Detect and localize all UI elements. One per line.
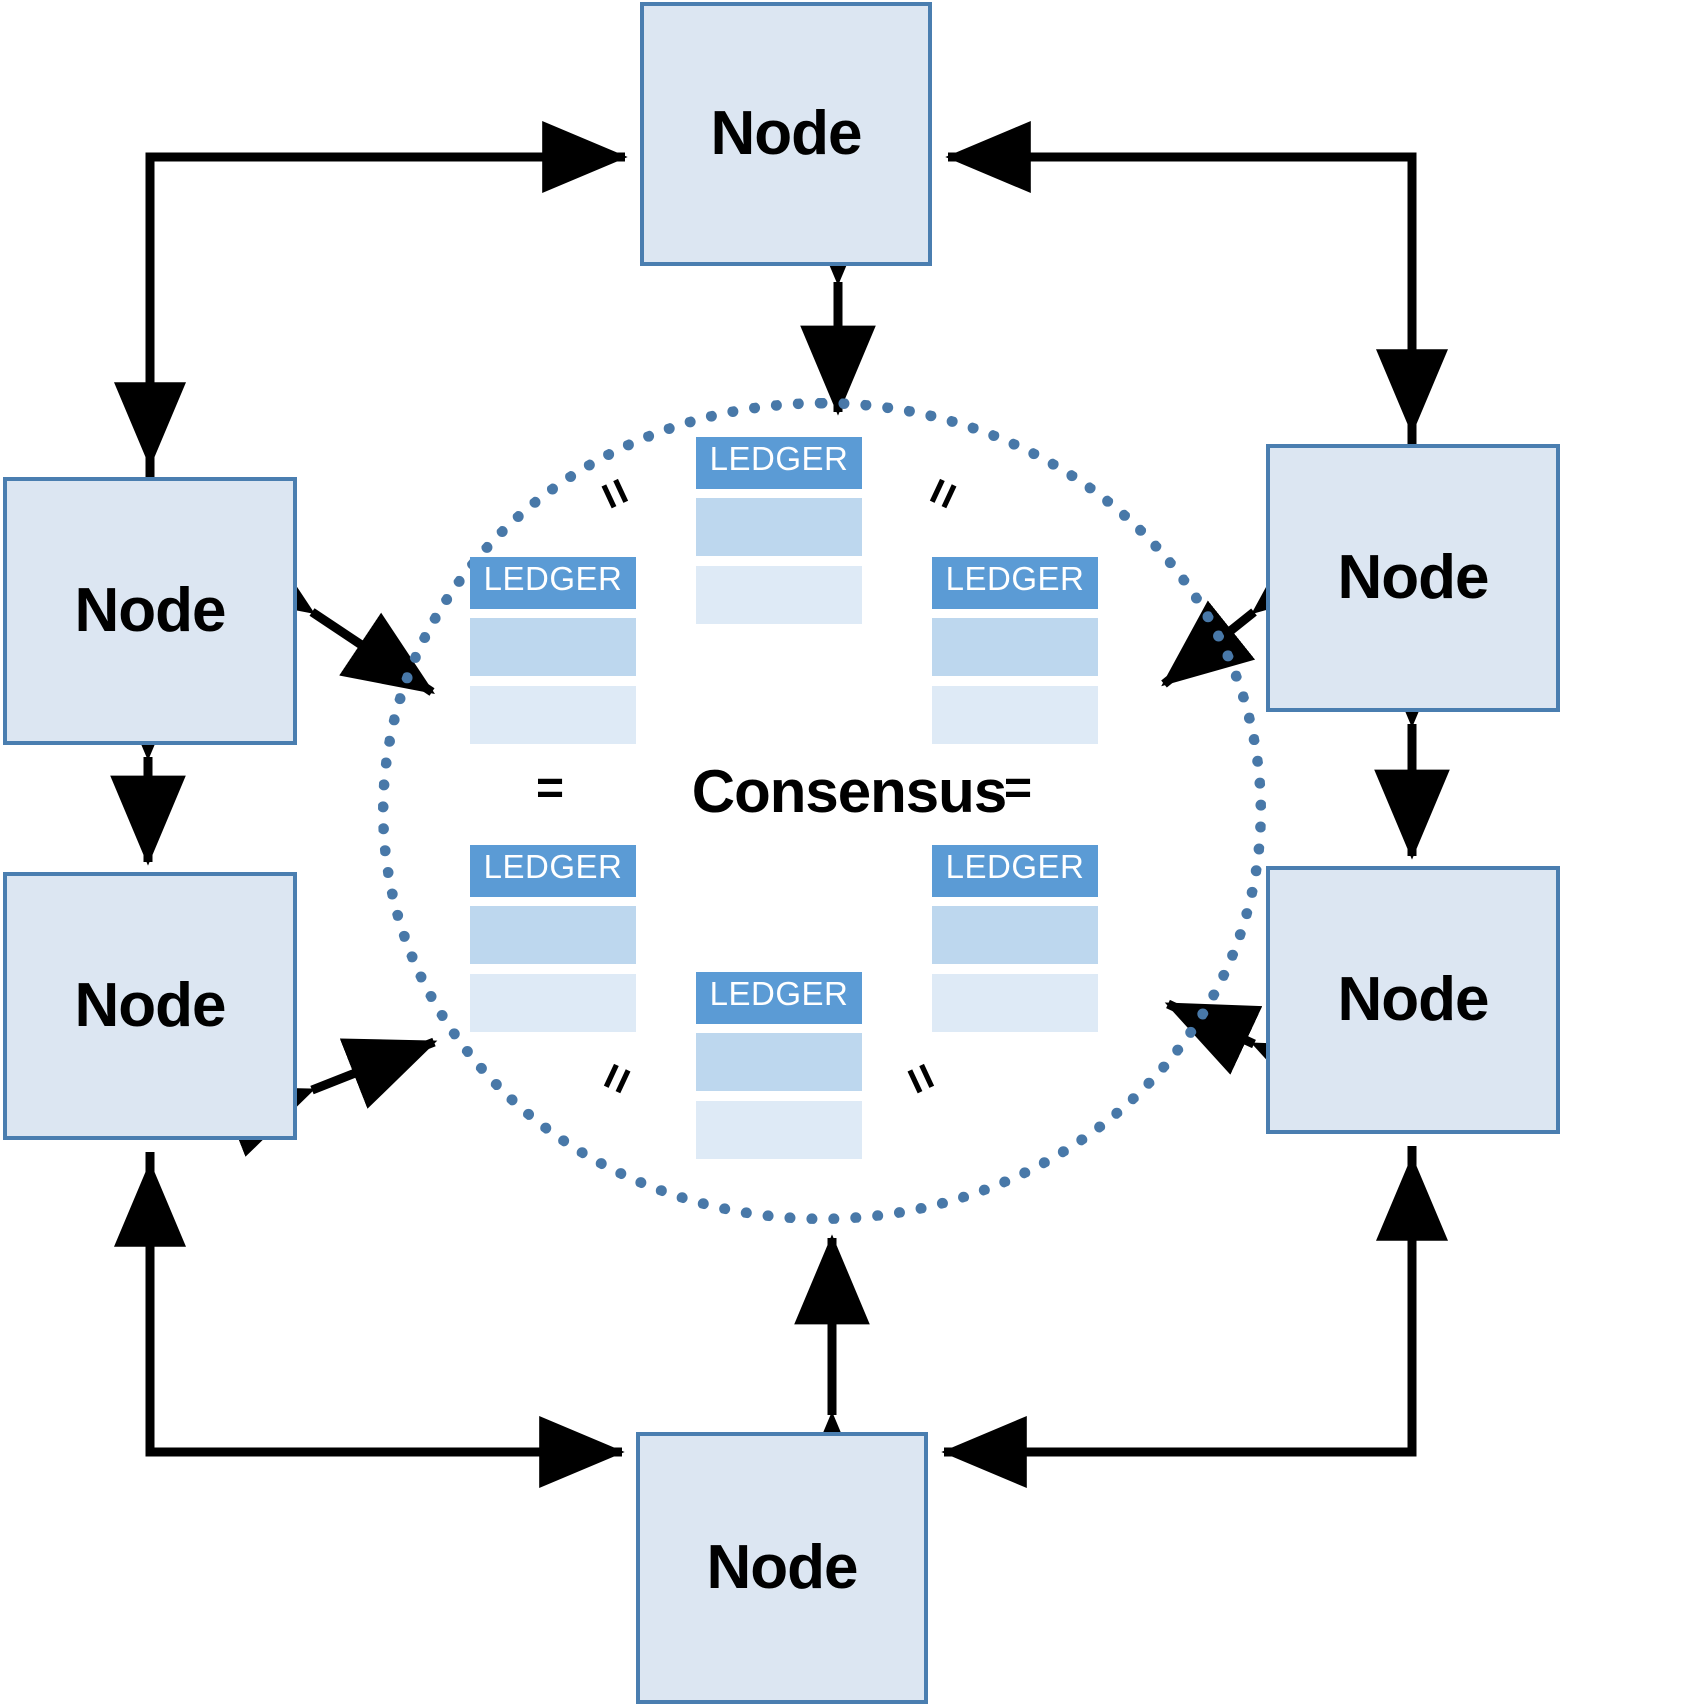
edge-left-dn-to-consensus [217,1037,438,1157]
ledger-row-block [696,498,862,556]
node-label: Node [706,1533,859,1602]
edge-left-dn-to-bottom [114,1152,625,1488]
ledger-card-right-lower[interactable]: LEDGER [932,845,1098,1032]
node-box-left-lower[interactable]: Node [3,872,297,1140]
consensus-label: Consensus [691,758,1007,825]
ledger-row-block [470,686,636,744]
ledger-row-block [696,1101,862,1159]
edge-left-up-to-top [114,121,628,477]
ledger-header: LEDGER [932,845,1098,897]
node-label: Node [1337,965,1490,1034]
ledger-header: LEDGER [932,557,1098,609]
ledger-header: LEDGER [696,972,862,1024]
node-box-bottom[interactable]: Node [636,1432,928,1704]
node-label: Node [710,99,863,168]
edge-right-up-to-top [945,121,1448,444]
ledger-card-bottom[interactable]: LEDGER [696,972,862,1159]
equals-mark-icon: = [1004,762,1033,815]
ledger-row-block [470,618,636,676]
node-label: Node [74,576,227,645]
ledger-row-block [932,686,1098,744]
node-box-top[interactable]: Node [640,2,932,266]
edge-right-dn-to-bottom [941,1146,1448,1488]
ledger-card-top[interactable]: LEDGER [696,437,862,624]
ledger-row-block [470,974,636,1032]
consensus-circle [378,398,1266,1224]
ledger-row-block [932,906,1098,964]
ledger-row-block [696,1033,862,1091]
ledger-header: LEDGER [470,557,636,609]
ledger-card-left-lower[interactable]: LEDGER [470,845,636,1032]
ledger-card-left-upper[interactable]: LEDGER [470,557,636,744]
equals-mark-icon: = [536,762,565,815]
ledger-card-right-upper[interactable]: LEDGER [932,557,1098,744]
node-box-right-upper[interactable]: Node [1266,444,1560,712]
node-box-left-upper[interactable]: Node [3,477,297,745]
node-label: Node [74,971,227,1040]
ledger-row-block [932,974,1098,1032]
node-box-right-lower[interactable]: Node [1266,866,1560,1134]
node-label: Node [1337,543,1490,612]
ledger-row-block [470,906,636,964]
ledger-header: LEDGER [470,845,636,897]
ledger-row-block [932,618,1098,676]
ledger-header: LEDGER [696,437,862,489]
ledger-row-block [696,566,862,624]
